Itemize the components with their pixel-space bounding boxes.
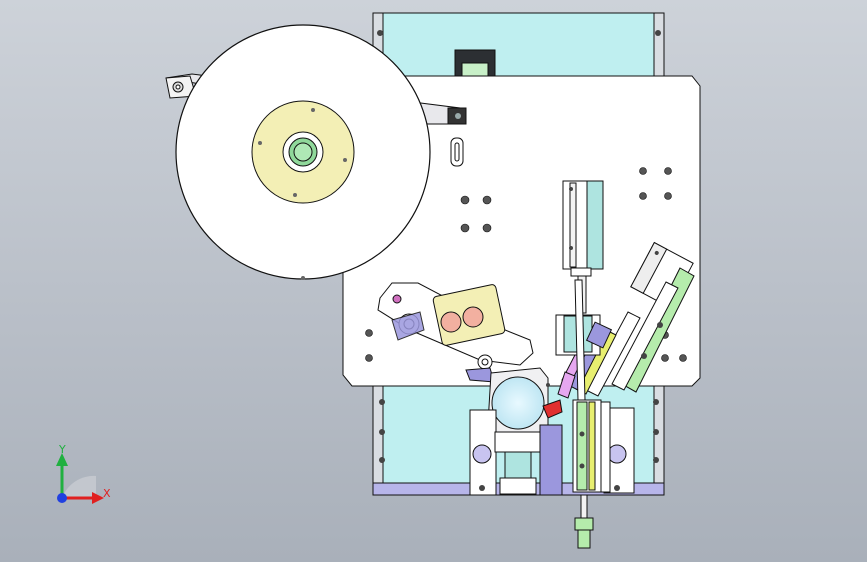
label-reel — [175, 24, 431, 280]
axis-triad-icon: Y X — [56, 443, 111, 504]
left-cylinder-block — [469, 409, 563, 496]
vertical-pneumatic-cylinder — [562, 180, 604, 314]
tape-rail — [557, 279, 586, 401]
angled-guide-rail — [611, 267, 695, 393]
y-axis-label: Y — [58, 443, 66, 456]
peel-lever-assembly — [377, 282, 534, 383]
x-axis-label: X — [103, 487, 111, 500]
upper-back-panel — [372, 12, 665, 82]
vertical-feed-slide — [572, 399, 602, 493]
drive-roller-block — [487, 367, 563, 433]
bottom-sensor-probe — [574, 494, 594, 549]
